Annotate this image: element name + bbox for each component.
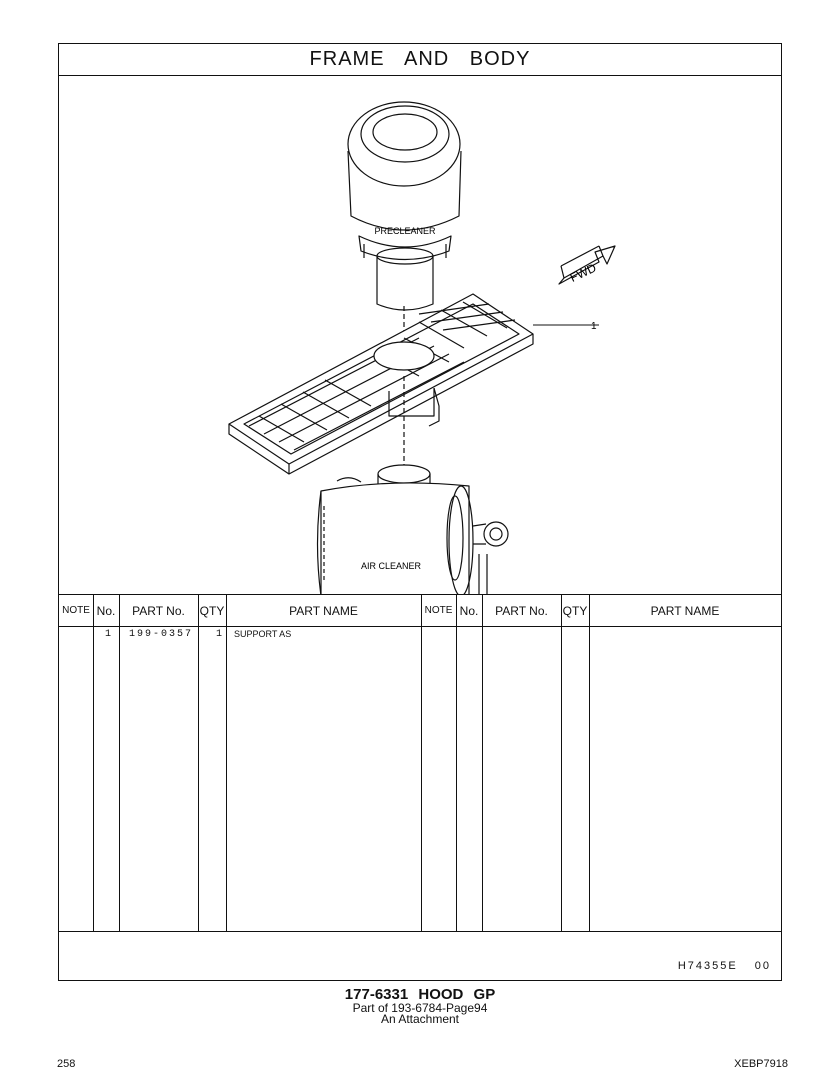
fwd-arrow xyxy=(558,245,616,285)
catalog-frame: FRAME AND BODY xyxy=(58,43,782,981)
section-title-bar: FRAME AND BODY xyxy=(59,44,781,76)
header-part-no-left: PART No. xyxy=(132,603,185,618)
document-code: XEBP7918 xyxy=(734,1058,788,1070)
header-part-no-right: PART No. xyxy=(495,603,548,618)
header-no-right: No. xyxy=(459,603,479,618)
fwd-label: FWD xyxy=(568,260,599,284)
header-qty-left: QTY xyxy=(199,603,225,618)
air-cleaner-label: AIR CLEANER xyxy=(361,561,422,571)
precleaner-label: PRECLEANER xyxy=(374,226,436,236)
reference-box: H74355E 00 xyxy=(59,931,781,980)
group-title: 177-6331 HOOD GP xyxy=(344,986,496,1003)
row-part-name: SUPPORT AS xyxy=(234,629,292,639)
row-item-number: 1 xyxy=(105,629,112,640)
header-divider xyxy=(59,626,781,627)
header-qty-right: QTY xyxy=(562,603,588,618)
header-note-left: NOTE xyxy=(62,605,90,616)
part-of-line: Part of 193-6784-Page94 xyxy=(352,1001,488,1015)
parts-table: NOTE No. PART No. QTY PART NAME NOTE No.… xyxy=(59,594,781,931)
precleaner-drawing xyxy=(347,101,462,311)
support-grate-drawing xyxy=(228,293,534,475)
illustration-reference: H74355E 00 xyxy=(677,960,771,972)
header-part-name-left: PART NAME xyxy=(289,603,358,618)
header-no-left: No. xyxy=(96,603,116,618)
header-note-right: NOTE xyxy=(424,605,453,616)
callout-1: 1 xyxy=(591,321,597,332)
attachment-line: An Attachment xyxy=(380,1012,460,1026)
air-cleaner-drawing xyxy=(316,464,509,594)
section-title: FRAME AND BODY xyxy=(309,48,531,70)
row-part-number: 199-0357 xyxy=(129,629,194,640)
page-number: 258 xyxy=(57,1058,76,1070)
row-quantity: 1 xyxy=(216,629,223,640)
exploded-illustration: PRECLEANER AIR CLEANER FWD 1 xyxy=(228,101,616,594)
header-part-name-right: PART NAME xyxy=(650,603,720,618)
